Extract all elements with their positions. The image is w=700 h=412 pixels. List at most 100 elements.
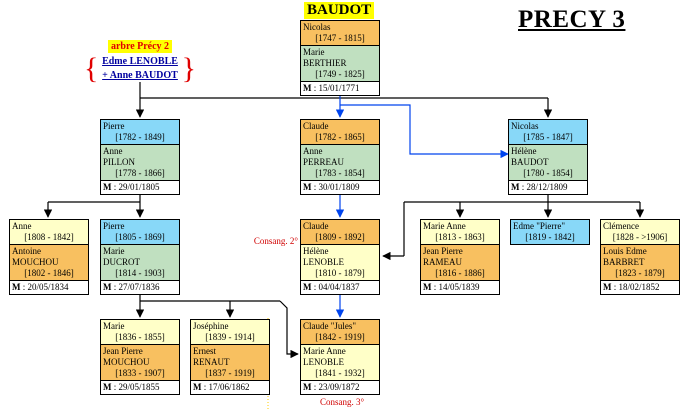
- first-name: Edme "Pierre": [513, 221, 566, 231]
- right-brace-icon: }: [181, 52, 196, 85]
- marriage: M : 17/06/1862: [191, 381, 269, 394]
- marriage-date: : 23/09/1872: [313, 382, 360, 392]
- marriage-label: M: [103, 382, 112, 392]
- marriage: M : 28/12/1809: [509, 181, 587, 194]
- first-name: Hélène: [511, 146, 537, 156]
- life-dates: [1828 - >1906]: [612, 232, 668, 242]
- first-name: Joséphine: [193, 321, 229, 331]
- reference-link-edme[interactable]: Edme LENOBLE: [102, 56, 178, 67]
- marriage-label: M: [511, 182, 520, 192]
- life-dates: [1842 - 1919]: [315, 332, 365, 342]
- first-name: Clémence: [603, 221, 639, 231]
- couple-josephine-ernest-renaut[interactable]: Joséphine [1839 - 1914] Ernest RENAUT [1…: [190, 319, 270, 395]
- first-name: Pierre: [103, 121, 125, 131]
- first-name: Nicolas: [511, 121, 539, 131]
- marriage: M : 14/05/1839: [421, 281, 499, 294]
- first-name: Claude: [303, 121, 329, 131]
- couple-nicolas-helene-baudot[interactable]: Nicolas [1785 - 1847] Hélène BAUDOT [178…: [508, 119, 588, 195]
- first-name: Anne: [12, 221, 32, 231]
- couple-claude-helene-lenoble[interactable]: Claude [1809 - 1892] Hélène LENOBLE [181…: [300, 219, 380, 295]
- marriage-date: : 29/05/1855: [113, 382, 160, 392]
- marriage-date: : 28/12/1809: [521, 182, 568, 192]
- life-dates: [1810 - 1879]: [315, 268, 365, 278]
- marriage-label: M: [603, 282, 612, 292]
- connector-pillon: [43, 192, 145, 218]
- first-name: Anne: [103, 146, 123, 156]
- last-name: BARBRET: [603, 257, 645, 267]
- marriage-label: M: [303, 382, 312, 392]
- person-wife: Marie BERTHIER [1749 - 1825]: [301, 46, 379, 82]
- marriage: M : 29/05/1855: [101, 381, 179, 394]
- couple-pierre-marie-ducrot[interactable]: Pierre [1805 - 1869] Marie DUCROT [1814 …: [100, 219, 180, 295]
- person-husband: Claude [1782 - 1865]: [301, 120, 379, 145]
- first-name: Marie: [103, 321, 125, 331]
- person-wife: Anne [1808 - 1842]: [10, 220, 88, 245]
- last-name: BAUDOT: [511, 157, 549, 167]
- person-edme-pierre[interactable]: Edme "Pierre" [1819 - 1842]: [510, 219, 590, 245]
- life-dates: [1823 - 1879]: [615, 268, 665, 278]
- person-wife: Anne PERREAU [1783 - 1854]: [301, 145, 379, 181]
- life-dates: [1805 - 1869]: [115, 232, 165, 242]
- life-dates: [1749 - 1825]: [315, 69, 365, 79]
- marriage-label: M: [303, 282, 312, 292]
- person-wife: Marie DUCROT [1814 - 1903]: [101, 245, 179, 281]
- reference-tag: arbre Précy 2: [107, 40, 173, 53]
- reference-note: arbre Précy 2 { Edme LENOBLE + Anne BAUD…: [84, 36, 196, 84]
- marriage-date: : 14/05/1839: [433, 282, 480, 292]
- life-dates: [1841 - 1932]: [315, 368, 365, 378]
- life-dates: [1839 - 1914]: [205, 332, 255, 342]
- person-wife: Clémence [1828 - >1906]: [601, 220, 679, 245]
- marriage-date: : 17/06/1862: [203, 382, 250, 392]
- couple-pierre-anne-pillon[interactable]: Pierre [1782 - 1849] Anne PILLON [1778 -…: [100, 119, 180, 195]
- last-name: MOUCHOU: [103, 357, 150, 367]
- last-name: PILLON: [103, 157, 135, 167]
- marriage-label: M: [103, 182, 112, 192]
- person-husband: Ernest RENAUT [1837 - 1919]: [191, 345, 269, 381]
- couple-claude-anne-perreau[interactable]: Claude [1782 - 1865] Anne PERREAU [1783 …: [300, 119, 380, 195]
- person-husband: Pierre [1805 - 1869]: [101, 220, 179, 245]
- last-name: RENAUT: [193, 357, 230, 367]
- person-single: Edme "Pierre" [1819 - 1842]: [511, 220, 589, 244]
- marriage: M : 04/04/1837: [301, 281, 379, 294]
- page-title: PRECY 3: [518, 6, 626, 33]
- person-wife: Hélène BAUDOT [1780 - 1854]: [509, 145, 587, 181]
- couple-anne-antoine-mouchou[interactable]: Anne [1808 - 1842] Antoine MOUCHOU [1802…: [9, 219, 89, 295]
- marriage: M : 18/02/1852: [601, 281, 679, 294]
- life-dates: [1808 - 1842]: [24, 232, 74, 242]
- marriage: M : 15/01/1771: [301, 82, 379, 95]
- marriage: M : 23/09/1872: [301, 381, 379, 394]
- person-wife: Marie Anne LENOBLE [1841 - 1932]: [301, 345, 379, 381]
- couple-nicolas-marie[interactable]: Nicolas [1747 - 1815] Marie BERTHIER [17…: [300, 20, 380, 96]
- last-name: DUCROT: [103, 257, 141, 267]
- person-wife: Hélène LENOBLE [1810 - 1879]: [301, 245, 379, 281]
- couple-marieanne-jeanpierre-rameau[interactable]: Marie Anne [1813 - 1863] Jean Pierre RAM…: [420, 219, 500, 295]
- reference-link-anne[interactable]: + Anne BAUDOT: [102, 70, 178, 81]
- first-name: Hélène: [303, 246, 329, 256]
- last-name: MOUCHOU: [12, 257, 59, 267]
- first-name: Jean Pierre: [423, 246, 463, 256]
- left-brace-icon: {: [84, 52, 99, 85]
- person-wife: Joséphine [1839 - 1914]: [191, 320, 269, 345]
- first-name: Pierre: [103, 221, 125, 231]
- reference-lines: { Edme LENOBLE + Anne BAUDOT }: [84, 54, 196, 84]
- marriage-date: : 18/02/1852: [613, 282, 660, 292]
- person-husband: Pierre [1782 - 1849]: [101, 120, 179, 145]
- life-dates: [1780 - 1854]: [523, 168, 573, 178]
- first-name: Antoine: [12, 246, 41, 256]
- couple-clemence-louis-barbret[interactable]: Clémence [1828 - >1906] Louis Edme BARBR…: [600, 219, 680, 295]
- marriage-label: M: [193, 382, 202, 392]
- marriage-label: M: [103, 282, 112, 292]
- first-name: Marie Anne: [303, 346, 346, 356]
- first-name: Marie: [103, 246, 125, 256]
- couple-claudejules-marieanne-lenoble[interactable]: Claude "Jules" [1842 - 1919] Marie Anne …: [300, 319, 380, 395]
- first-name: Ernest: [193, 346, 216, 356]
- marriage-label: M: [423, 282, 432, 292]
- consanguinity-note-3: Consang. 3°: [319, 397, 365, 407]
- marriage-date: : 15/01/1771: [313, 83, 360, 93]
- couple-marie-jeanpierre-mouchou[interactable]: Marie [1836 - 1855] Jean Pierre MOUCHOU …: [100, 319, 180, 395]
- life-dates: [1785 - 1847]: [523, 132, 573, 142]
- last-name: RAMEAU: [423, 257, 463, 267]
- life-dates: [1814 - 1903]: [115, 268, 165, 278]
- life-dates: [1836 - 1855]: [115, 332, 165, 342]
- person-wife: Marie Anne [1813 - 1863]: [421, 220, 499, 245]
